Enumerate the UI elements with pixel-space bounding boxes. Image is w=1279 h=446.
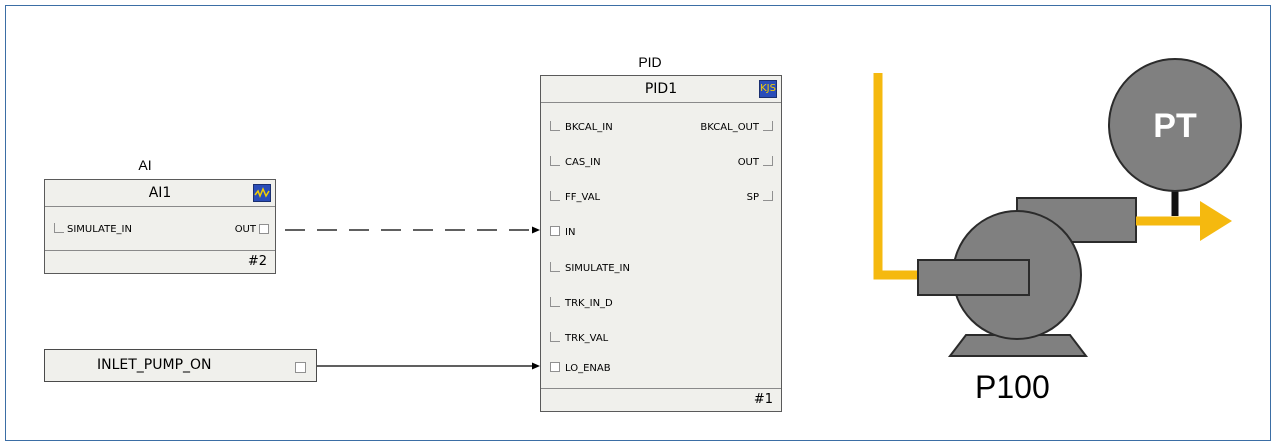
outlet-arrow — [1200, 201, 1232, 241]
pump-label: P100 — [975, 369, 1050, 405]
ai-block-index: #2 — [45, 250, 275, 273]
pid-port-lo-enab-label: LO_ENAB — [565, 363, 611, 374]
pid-port-lo-enab[interactable] — [550, 362, 560, 372]
pressure-transmitter-label: PT — [1153, 107, 1197, 145]
ai-block-type: AI — [138, 157, 152, 173]
pid-port-simulate-in[interactable] — [550, 262, 560, 272]
ai-to-pid-arrowhead — [532, 226, 540, 234]
pid-port-cas-in[interactable] — [550, 156, 560, 166]
pid-port-bkcal-in[interactable] — [550, 121, 560, 131]
inlet-pipe — [873, 73, 925, 280]
pid-block-index: #1 — [541, 388, 781, 411]
pid-port-trk-val[interactable] — [550, 332, 560, 342]
pid-port-sp[interactable] — [763, 191, 773, 201]
pid-port-out-label: OUT — [737, 157, 759, 168]
pid-port-cas-in-label: CAS_IN — [565, 157, 601, 168]
pid-port-out[interactable] — [763, 156, 773, 166]
ai-port-out-label: OUT — [234, 224, 256, 235]
diagram-frame — [5, 5, 1271, 441]
pid-block-type: PID — [638, 54, 662, 70]
pump-base — [947, 334, 1089, 357]
ai-function-block[interactable]: AI1 SIMULATE_IN OUT #2 — [44, 179, 276, 274]
pid-port-sp-label: SP — [746, 192, 759, 203]
inlet-pump-on-label: INLET_PUMP_ON — [97, 357, 212, 373]
ai-port-simulate-in-label: SIMULATE_IN — [67, 224, 132, 235]
pump-suction — [917, 259, 1030, 296]
pid-port-bkcal-out-label: BKCAL_OUT — [700, 122, 759, 133]
ai-block-name: AI1 — [45, 180, 275, 207]
ai-port-out[interactable] — [259, 224, 269, 234]
pid-function-block[interactable]: PID1 KJS BKCAL_IN CAS_IN FF_VAL IN SIMUL… — [540, 75, 782, 412]
pressure-transmitter — [1108, 58, 1242, 192]
pid-port-trk-in-d-label: TRK_IN_D — [565, 298, 613, 309]
kjs-icon: KJS — [759, 80, 777, 98]
inlet-pump-on-port[interactable] — [295, 362, 306, 373]
inlet-pump-on-block[interactable]: INLET_PUMP_ON — [44, 349, 317, 382]
pid-port-trk-in-d[interactable] — [550, 297, 560, 307]
pid-port-in-label: IN — [565, 227, 576, 238]
pid-port-bkcal-in-label: BKCAL_IN — [565, 122, 613, 133]
pid-port-in[interactable] — [550, 226, 560, 236]
pid-port-bkcal-out[interactable] — [763, 121, 773, 131]
ai-port-simulate-in[interactable] — [54, 223, 64, 233]
pid-port-ff-val[interactable] — [550, 191, 560, 201]
pid-port-ff-val-label: FF_VAL — [565, 192, 601, 203]
pid-block-name: PID1 — [541, 76, 781, 103]
waveform-icon — [253, 184, 271, 202]
inlet-to-pid-arrowhead — [532, 362, 540, 370]
pid-port-trk-val-label: TRK_VAL — [565, 333, 609, 344]
pid-port-simulate-in-label: SIMULATE_IN — [565, 263, 630, 274]
